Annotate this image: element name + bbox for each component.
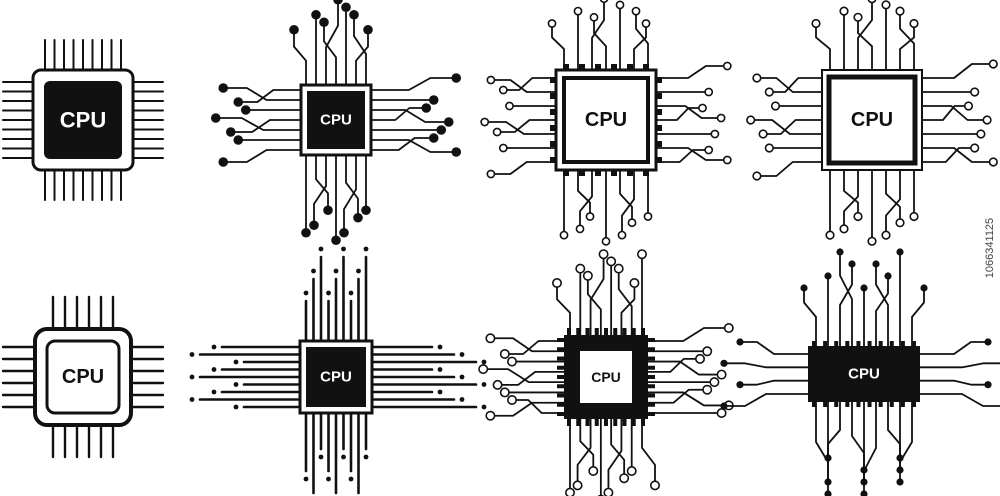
cpu-label: CPU: [591, 369, 621, 385]
cpu-icon-circuit-dots-dark: CPU: [210, 0, 462, 246]
cpu-icon-circuit-rings-dark-inner: CPU: [478, 249, 734, 496]
cpu-icon-bus-lines-dark: CPU: [189, 246, 487, 495]
stock-id-text: 1066341125: [984, 217, 996, 279]
cpu-icon-circuit-dots-wide-dark: CPU: [720, 248, 1000, 496]
cpu-icon-circuit-rings-outline-large: CPU: [746, 0, 998, 246]
cpu-label: CPU: [320, 112, 352, 129]
cpu-icon-pins-outline: CPU: [1, 295, 165, 459]
cpu-label: CPU: [320, 369, 352, 386]
cpu-label: CPU: [62, 366, 104, 388]
cpu-icon-pins-dark: CPU: [2, 39, 164, 201]
cpu-label: CPU: [851, 109, 893, 131]
cpu-label: CPU: [848, 366, 880, 383]
cpu-label: CPU: [585, 109, 627, 131]
cpu-icon-circuit-rings-outline: CPU: [480, 0, 732, 246]
cpu-label: CPU: [60, 108, 106, 133]
